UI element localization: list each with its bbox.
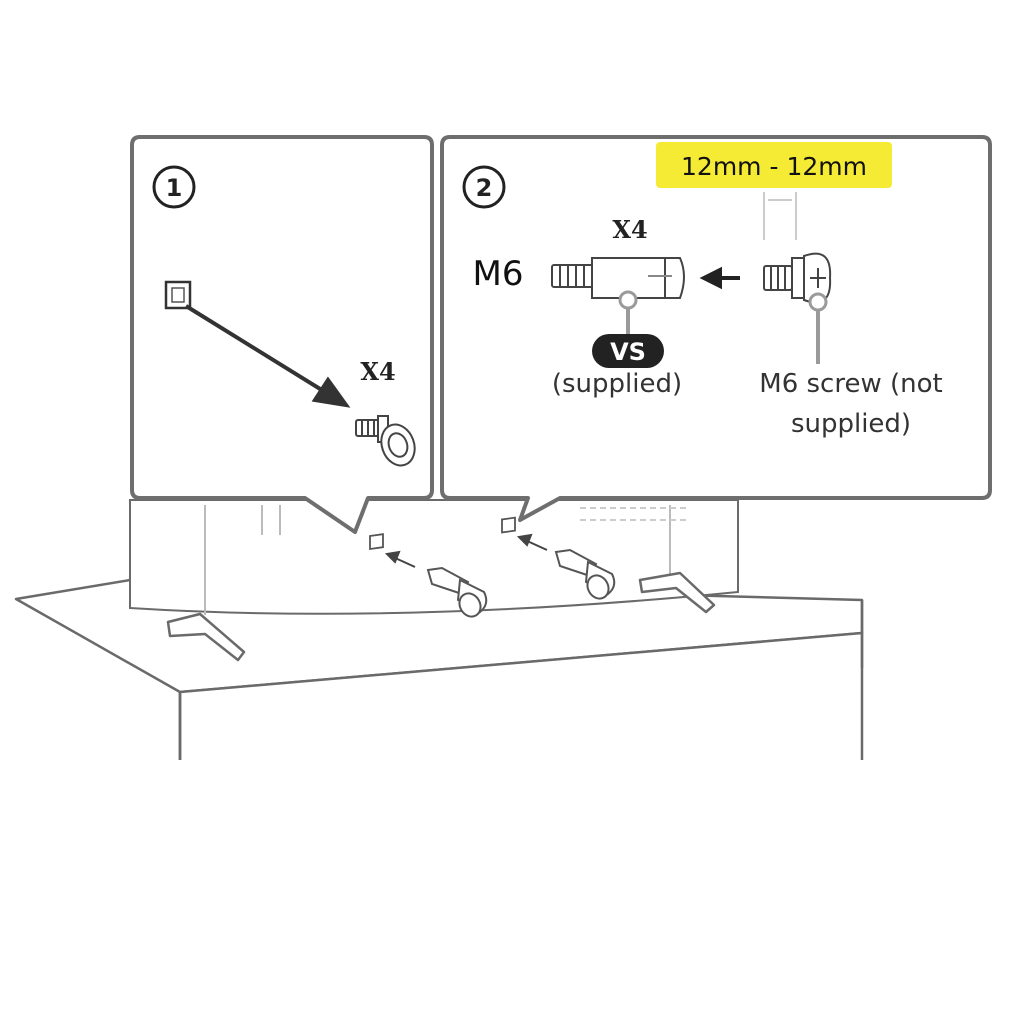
scene-spacer-left — [426, 566, 488, 618]
screw-label-line1: M6 screw (not — [759, 369, 942, 399]
spacer-icon — [551, 257, 685, 299]
tv-stand-left — [166, 612, 246, 662]
tv-stand-right — [638, 571, 716, 614]
step-1-quantity: X4 — [360, 357, 395, 386]
callout-step-2: 2 12mm - 12mm X4 M6 VS (supplied) — [440, 135, 992, 522]
dimension-indicator — [763, 192, 797, 240]
step-2-quantity: X4 — [612, 215, 647, 244]
callout-step-1: 1 X4 — [130, 135, 434, 534]
step-2-number-badge: 2 — [462, 165, 506, 209]
step-2-number: 2 — [476, 174, 493, 202]
vs-badge-label: VS — [610, 338, 646, 366]
step-1-remove-arrow — [184, 304, 351, 408]
step-1-screw-icon — [355, 415, 416, 467]
vs-badge: VS — [592, 334, 664, 368]
scene-spacer-right — [554, 548, 616, 600]
insert-arrow-right — [516, 533, 548, 551]
insert-arrow-left — [384, 550, 416, 568]
tv-body — [129, 499, 739, 615]
spacer-thread-label: M6 — [473, 254, 524, 294]
step-1-hole-icon — [164, 280, 192, 310]
mount-hole-right — [501, 516, 516, 534]
screw-label-line2: supplied) — [791, 409, 911, 439]
m6-screw-icon — [763, 252, 832, 304]
step-1-number: 1 — [166, 174, 183, 202]
step-1-number-badge: 1 — [152, 165, 196, 209]
dimension-highlight — [656, 142, 892, 188]
attach-arrow — [699, 266, 740, 290]
dimension-label: 12mm - 12mm — [681, 152, 867, 181]
mount-hole-left — [369, 533, 384, 551]
spacer-note: (supplied) — [552, 369, 682, 399]
